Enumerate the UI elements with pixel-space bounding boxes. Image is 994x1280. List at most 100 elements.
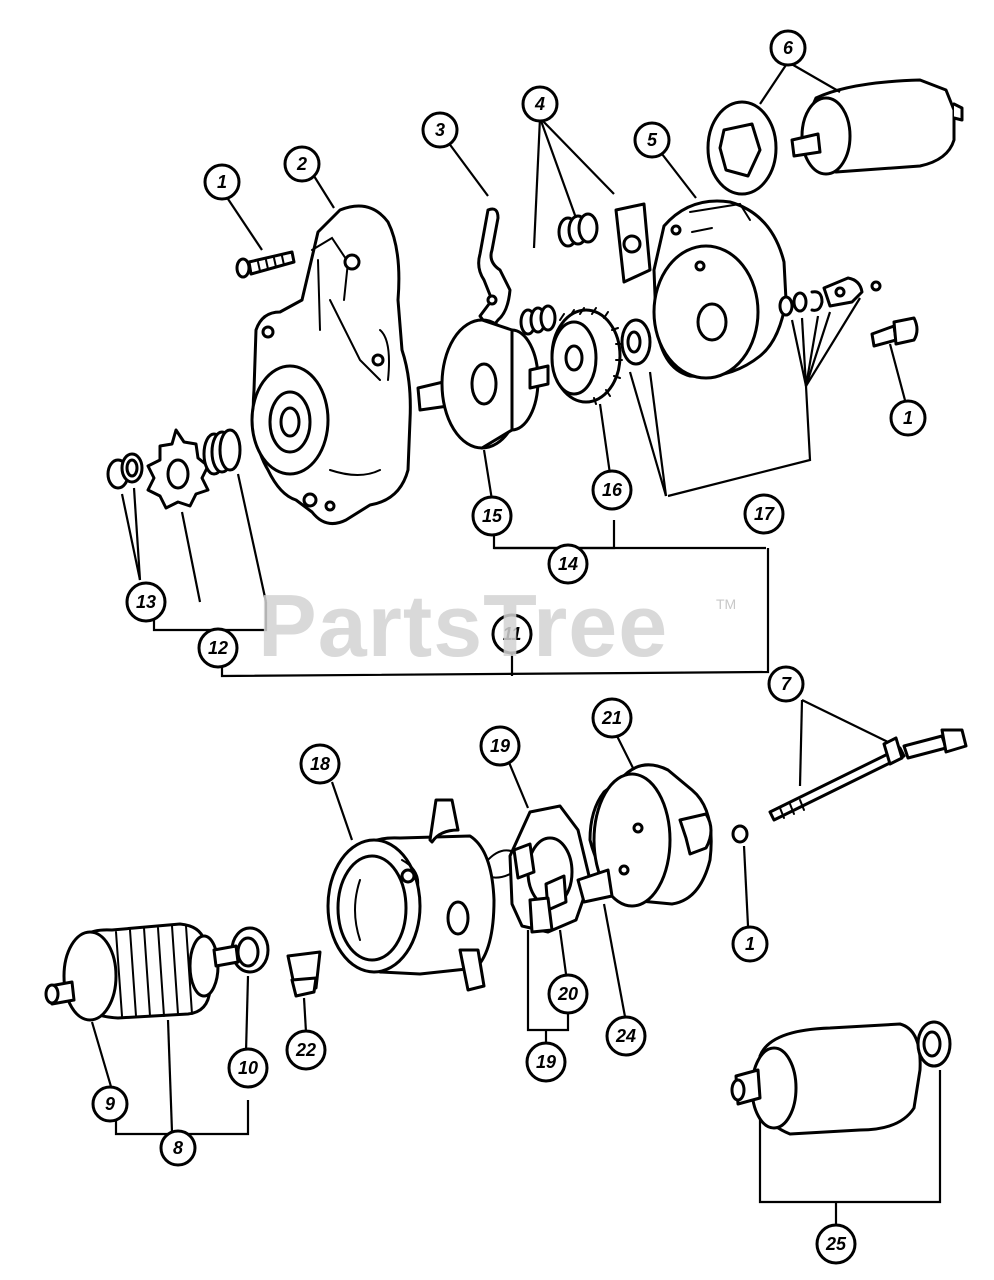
callout-12-ring [197,627,239,669]
part-through-bolts [768,728,968,822]
callout-18-ring [299,743,341,785]
part-overrunning-clutch [416,318,550,450]
callout-10-ring [227,1047,269,1089]
callout-17[interactable]: 17 [743,493,785,535]
part-screw-upper [235,250,296,279]
callout-1-lower-ring [731,925,769,963]
callout-10-label: 10 [238,1058,258,1078]
callout-7-label: 7 [781,674,792,694]
callout-10[interactable]: 10 [227,1047,269,1089]
callout-21-label: 21 [601,708,622,728]
callout-13-label: 13 [136,592,156,612]
callout-5-ring [633,121,671,159]
callout-8-ring [159,1129,197,1167]
part-gear-housing-cover [652,199,788,380]
callout-19-upper-label: 19 [490,736,510,756]
callout-2-label: 2 [296,154,307,174]
callout-3-ring [421,111,459,149]
callout-25-label: 25 [825,1234,847,1254]
callout-2-ring [283,145,321,183]
callout-15-label: 15 [482,506,503,526]
part-brush [286,950,322,998]
callout-11-label: 11 [503,624,522,644]
callout-2[interactable]: 2 [283,145,321,183]
callout-24-label: 24 [615,1026,636,1046]
part-armature [44,922,240,1022]
callout-20[interactable]: 20 [547,973,589,1015]
callout-1-lower[interactable]: 1 [731,925,769,963]
part-solenoid [706,78,964,196]
callout-12[interactable]: 12 [197,627,239,669]
callout-7-ring [767,665,805,703]
callout-22-label: 22 [295,1040,316,1060]
callout-6-ring [769,29,807,67]
callout-3-label: 3 [435,120,445,140]
part-field-frame [326,798,496,992]
callout-1-lower-label: 1 [745,934,755,954]
top-assembly [106,78,964,526]
callout-11[interactable]: 11 [491,613,533,655]
callout-18-label: 18 [310,754,330,774]
callout-11-ring [491,613,533,655]
part-seal-ring [620,318,652,366]
callout-7[interactable]: 7 [767,665,805,703]
callout-24[interactable]: 24 [605,1015,647,1057]
callout-20-label: 20 [557,984,578,1004]
part-pinion-gear [146,428,210,510]
callout-21[interactable]: 21 [591,697,633,739]
callout-17-ring [743,493,785,535]
part-small-screw [731,824,749,844]
callout-21-ring [591,697,633,739]
callout-13[interactable]: 13 [125,581,167,623]
callout-17-label: 17 [754,504,775,524]
callout-6-label: 6 [783,38,794,58]
callout-4-ring [521,85,559,123]
callout-5-label: 5 [647,130,658,150]
callout-1-upper-label: 1 [217,172,227,192]
part-brush-holder [485,804,614,934]
part-commutator-end-frame [588,763,713,908]
callout-4-label: 4 [534,94,545,114]
callout-22[interactable]: 22 [285,1029,327,1071]
callout-14[interactable]: 14 [547,543,589,585]
callout-1-right-label: 1 [903,408,913,428]
callout-1-right[interactable]: 1 [889,399,927,437]
callout-18[interactable]: 18 [299,743,341,785]
part-terminal-hardware [778,276,882,317]
callout-6[interactable]: 6 [769,29,807,67]
callout-1-upper[interactable]: 1 [203,163,241,201]
callout-3[interactable]: 3 [421,111,459,149]
callout-8-label: 8 [173,1138,183,1158]
bottom-assembly [44,728,968,1136]
callout-1-right-ring [889,399,927,437]
callout-13-ring [125,581,167,623]
part-bolt-right [870,316,919,348]
part-idler-gear [550,307,623,405]
watermark-trademark: TM [716,596,737,612]
callout-25[interactable]: 25 [815,1223,857,1265]
callout-12-label: 12 [208,638,228,658]
callout-9-ring [91,1085,129,1123]
callout-4[interactable]: 4 [521,85,559,123]
callout-19-upper-ring [479,725,521,767]
callout-5[interactable]: 5 [633,121,671,159]
callout-8[interactable]: 8 [159,1129,197,1167]
part-armature-bearing [230,926,270,974]
callout-9[interactable]: 9 [91,1085,129,1123]
part-drive-housing [250,204,412,526]
callout-16[interactable]: 16 [591,469,633,511]
part-return-spring [202,428,242,476]
callout-16-label: 16 [602,480,623,500]
callout-19-upper[interactable]: 19 [479,725,521,767]
callout-15-ring [471,495,513,537]
callout-24-ring [605,1015,647,1057]
callout-1-upper-ring [203,163,241,201]
callout-19-lower[interactable]: 19 [525,1041,567,1083]
callout-15[interactable]: 15 [471,495,513,537]
callout-25-ring [815,1223,857,1265]
part-springs-4 [519,202,652,336]
callout-20-ring [547,973,589,1015]
part-shift-lever [477,207,512,332]
